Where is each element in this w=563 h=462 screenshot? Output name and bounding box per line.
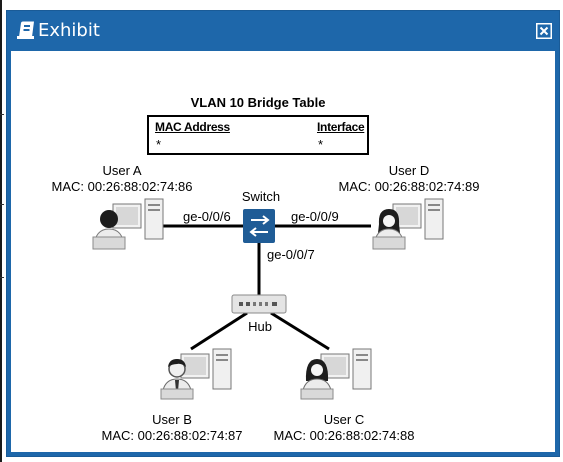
- close-box-icon[interactable]: [536, 23, 552, 39]
- title-bar: Exhibit: [7, 11, 559, 51]
- port-label-user-d: ge-0/0/9: [291, 209, 339, 224]
- user-c-workstation-icon: [300, 348, 372, 400]
- hub-icon: [231, 294, 287, 314]
- table-cell-mac: *: [156, 137, 162, 152]
- user-c-name: User C: [323, 412, 365, 427]
- switch-icon: [243, 209, 275, 243]
- link-user-c: [270, 311, 330, 351]
- user-a-mac: MAC: 00:26:88:02:74:86: [51, 179, 193, 194]
- network-diagram: [92, 198, 444, 400]
- user-a-name: User A: [102, 163, 142, 178]
- exhibit-content: VLAN 10 Bridge Table MAC Address Interfa…: [11, 51, 555, 452]
- port-label-user-a: ge-0/0/6: [183, 209, 231, 224]
- port-label-hub: ge-0/0/7: [267, 247, 315, 262]
- user-d-name: User D: [388, 163, 430, 178]
- exhibit-binder-icon: [17, 21, 34, 39]
- user-d-mac: MAC: 00:26:88:02:74:89: [338, 179, 480, 194]
- window-title: Exhibit: [38, 20, 100, 41]
- hub-label: Hub: [248, 319, 272, 334]
- page-tick: [0, 204, 4, 205]
- bridge-table: MAC Address Interface * *: [147, 115, 369, 155]
- bridge-table-title: VLAN 10 Bridge Table: [190, 95, 326, 110]
- user-b-mac: MAC: 00:26:88:02:74:87: [101, 428, 243, 443]
- column-header-interface: Interface: [317, 120, 365, 134]
- column-header-mac: MAC Address: [155, 120, 230, 134]
- exhibit-window: Exhibit: [6, 10, 560, 457]
- link-user-b: [190, 311, 248, 351]
- user-d-workstation-icon: [372, 198, 444, 250]
- user-c-mac: MAC: 00:26:88:02:74:88: [273, 428, 415, 443]
- page-tick: [0, 277, 4, 278]
- switch-label: Switch: [241, 189, 281, 204]
- user-a-workstation-icon: [92, 198, 164, 250]
- user-b-name: User B: [152, 412, 192, 427]
- page-edge: [0, 0, 2, 462]
- table-cell-interface: *: [318, 137, 324, 152]
- page-tick: [0, 114, 4, 115]
- user-b-workstation-icon: [160, 348, 232, 400]
